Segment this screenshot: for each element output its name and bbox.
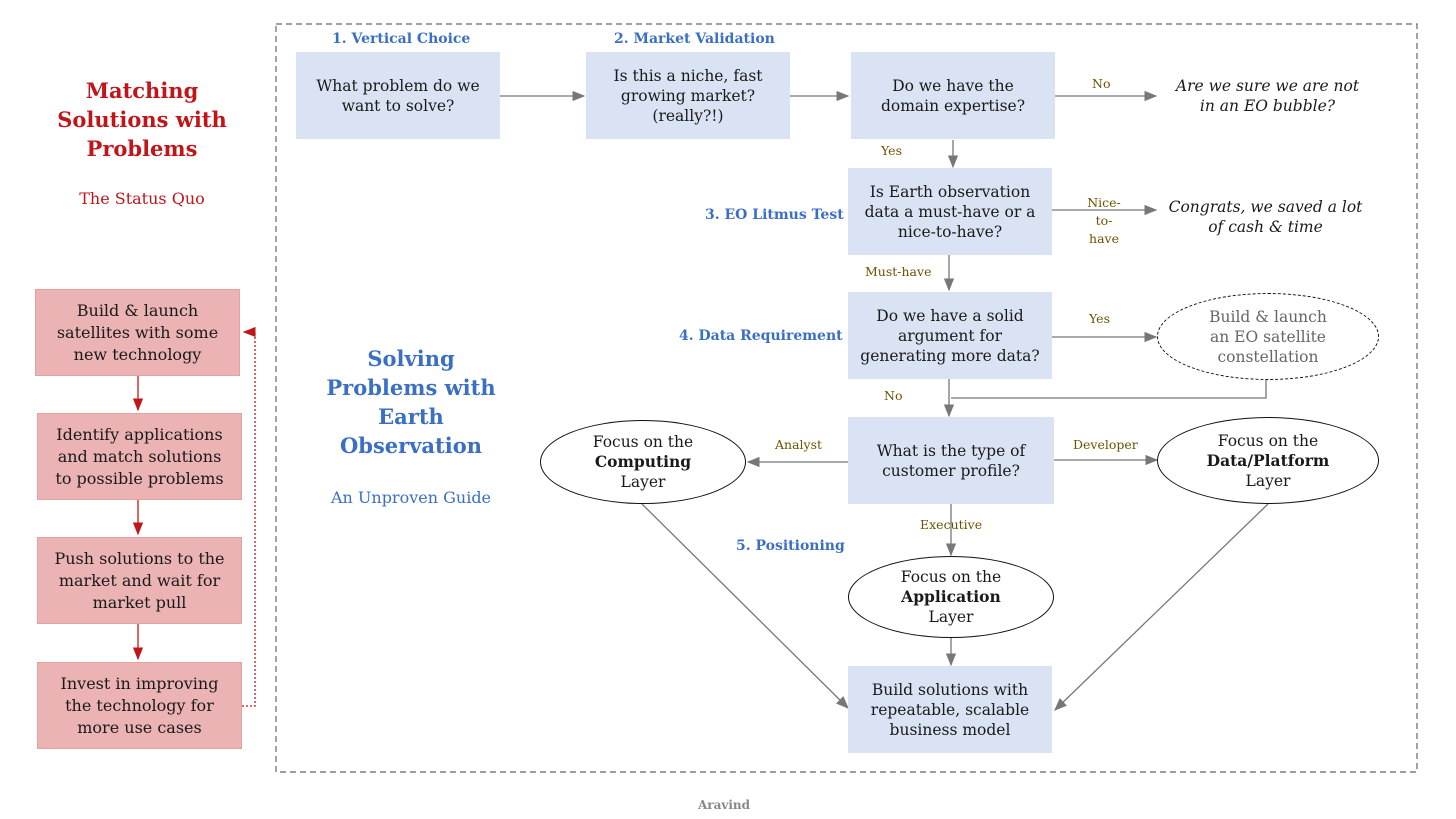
edge-label-executive: Executive bbox=[920, 517, 983, 532]
step-4-label: 4. Data Requirement bbox=[679, 328, 843, 344]
step-2-label: 2. Market Validation bbox=[614, 31, 775, 47]
edge-label-nice-to-have: Nice-to- have bbox=[1087, 195, 1121, 246]
outcome-congrats: Congrats, we saved a lot of cash & time bbox=[1168, 198, 1363, 236]
guide-title: Solving Problems with Earth Observation bbox=[326, 346, 496, 458]
status-quo-subtitle: The Status Quo bbox=[79, 189, 205, 208]
status-quo-title: Matching Solutions with Problems bbox=[57, 78, 227, 161]
step-3-label: 3. EO Litmus Test bbox=[705, 207, 844, 223]
step-1-label: 1. Vertical Choice bbox=[332, 31, 471, 47]
step-5-label: 5. Positioning bbox=[736, 538, 845, 554]
edge-label-no-expertise: No bbox=[1092, 76, 1111, 91]
author-credit: Aravind bbox=[697, 798, 751, 812]
edge-label-no-data: No bbox=[884, 388, 903, 403]
outcome-bubble: Are we sure we are not in an EO bubble? bbox=[1175, 77, 1360, 115]
edge-label-analyst: Analyst bbox=[775, 437, 823, 452]
edge-label-yes-data: Yes bbox=[1089, 311, 1110, 326]
edge-label-developer: Developer bbox=[1073, 437, 1138, 452]
guide-frame bbox=[275, 23, 1418, 773]
edge-label-yes-expertise: Yes bbox=[881, 143, 902, 158]
edge-label-must-have: Must-have bbox=[865, 264, 932, 279]
guide-subtitle: An Unproven Guide bbox=[330, 488, 492, 507]
